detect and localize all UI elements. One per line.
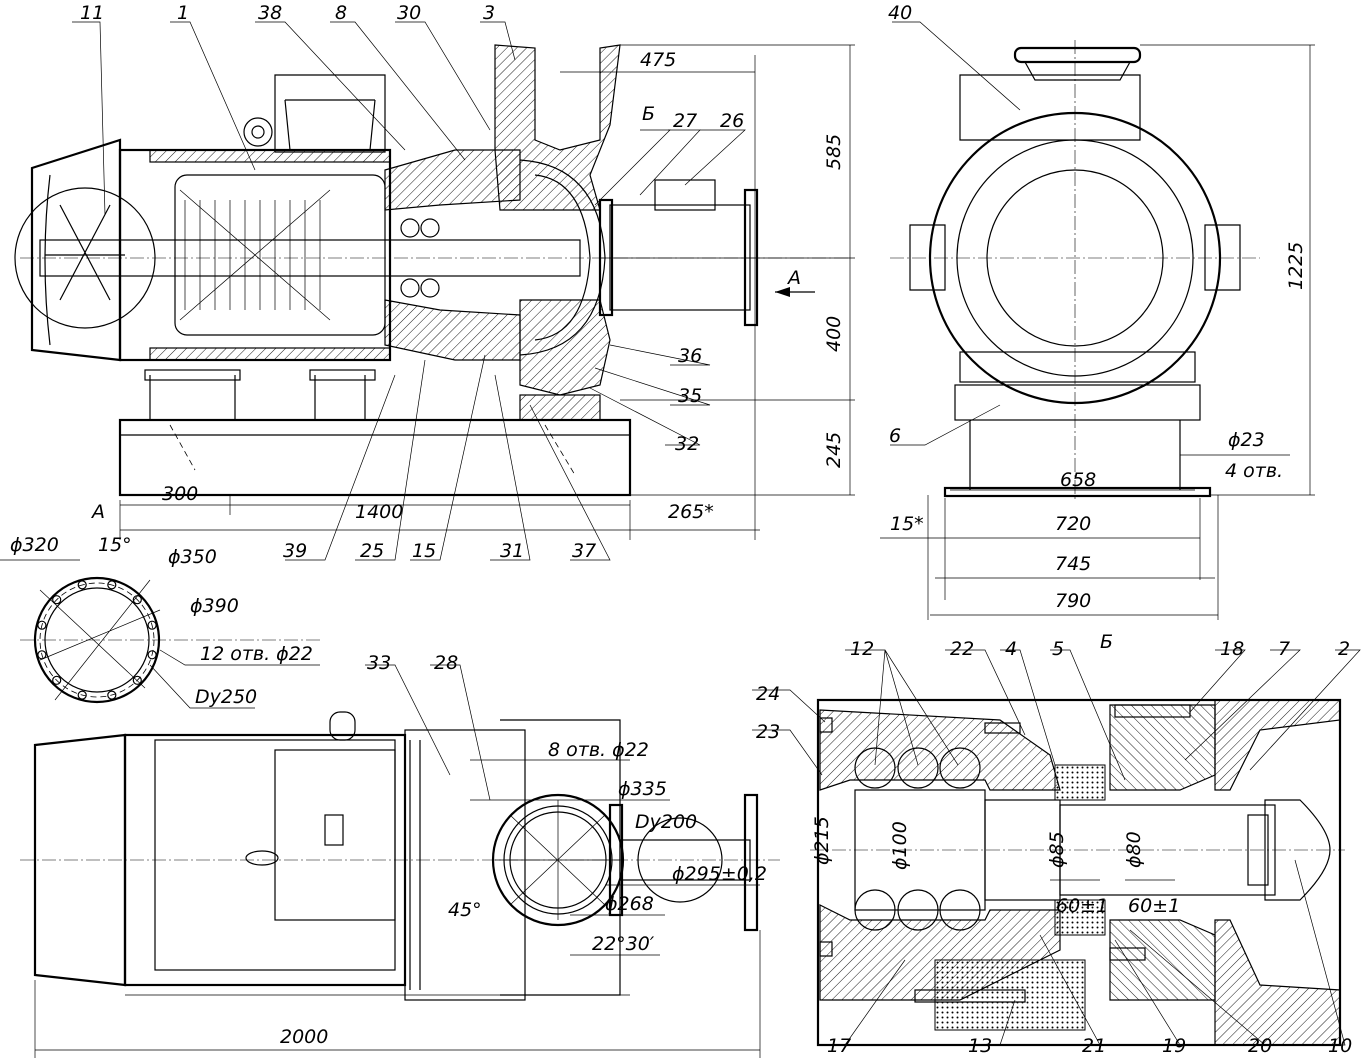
side-view-dimensions: 475 585 400 245 300 1400 265* 1225 bbox=[162, 49, 1307, 523]
flange-bolt-hole bbox=[37, 620, 47, 630]
label-32: 32 bbox=[675, 433, 699, 455]
dim-d268: ϕ268 bbox=[605, 893, 654, 915]
label-2: 2 bbox=[1338, 638, 1350, 660]
label-19: 19 bbox=[1162, 1035, 1186, 1057]
dim-d390: ϕ390 bbox=[190, 595, 239, 617]
label-7: 7 bbox=[1278, 638, 1290, 660]
dim-d350: ϕ350 bbox=[168, 546, 217, 568]
plan-view-dimensions: 8 отв. ϕ22 ϕ335 Dy200 ϕ295±0,2 45° ϕ268 … bbox=[280, 739, 767, 1048]
label-11: 11 bbox=[80, 2, 104, 24]
label-17: 17 bbox=[827, 1035, 851, 1057]
label-27: 27 bbox=[673, 110, 697, 132]
dim-790: 790 bbox=[1055, 590, 1091, 612]
label-6: 6 bbox=[889, 425, 901, 447]
dim-1225: 1225 bbox=[1285, 242, 1307, 290]
label-21: 21 bbox=[1082, 1035, 1106, 1057]
dim-1400: 1400 bbox=[355, 501, 403, 523]
label-24: 24 bbox=[756, 683, 780, 705]
dim-12-holes: 12 отв. ϕ22 bbox=[200, 643, 313, 665]
dim-245: 245 bbox=[823, 432, 845, 468]
section-labels: A A Б Б bbox=[90, 103, 1113, 653]
dim-45-deg: 45° bbox=[448, 899, 482, 921]
dim-60-1-left: 60±1 bbox=[1056, 895, 1108, 917]
dim-720: 720 bbox=[1055, 513, 1091, 535]
detail-b-dimensions: ϕ215 ϕ100 ϕ85 ϕ80 60±1 60±1 bbox=[811, 816, 1180, 917]
label-5: 5 bbox=[1052, 638, 1064, 660]
dim-dy200: Dy200 bbox=[635, 811, 697, 833]
dim-265: 265* bbox=[668, 501, 714, 523]
dim-8-holes: 8 отв. ϕ22 bbox=[548, 739, 649, 761]
flange-bolt-hole bbox=[52, 595, 62, 605]
label-35: 35 bbox=[678, 385, 702, 407]
label-12: 12 bbox=[850, 638, 874, 660]
dim-2000: 2000 bbox=[280, 1026, 328, 1048]
label-1: 1 bbox=[177, 2, 189, 24]
dim-d215: ϕ215 bbox=[811, 816, 833, 865]
label-8: 8 bbox=[335, 2, 347, 24]
label-40: 40 bbox=[888, 2, 912, 24]
flange-bolt-hole bbox=[147, 620, 157, 630]
dim-d23: ϕ23 bbox=[1228, 429, 1265, 451]
part-number-labels: 11 1 38 8 30 3 27 26 36 35 32 39 25 15 3… bbox=[80, 2, 1352, 1057]
flange-bolt-hole bbox=[147, 650, 157, 660]
flange-view bbox=[0, 559, 320, 709]
label-4: 4 bbox=[1005, 638, 1017, 660]
view-arrow-a: A bbox=[786, 267, 801, 289]
label-23: 23 bbox=[756, 721, 780, 743]
dim-658: 658 bbox=[1060, 469, 1096, 491]
side-view-leaders bbox=[72, 21, 746, 561]
label-36: 36 bbox=[678, 345, 702, 367]
label-39: 39 bbox=[283, 540, 307, 562]
flange-bolt-hole bbox=[107, 580, 117, 590]
flange-bolt-hole bbox=[132, 675, 142, 685]
flange-dimensions: ϕ320 15° ϕ350 ϕ390 12 отв. ϕ22 Dy250 bbox=[10, 534, 313, 708]
dim-d295: ϕ295±0,2 bbox=[672, 863, 767, 885]
label-26: 26 bbox=[720, 110, 744, 132]
dim-300: 300 bbox=[162, 483, 198, 505]
dim-745: 745 bbox=[1055, 553, 1091, 575]
label-22: 22 bbox=[950, 638, 974, 660]
section-b-label-top: Б bbox=[642, 103, 655, 125]
label-13: 13 bbox=[968, 1035, 992, 1057]
flange-bolt-hole bbox=[77, 580, 87, 590]
flange-bolt-hole bbox=[77, 690, 87, 700]
plan-view bbox=[20, 664, 780, 1058]
label-33: 33 bbox=[367, 652, 391, 674]
label-30: 30 bbox=[397, 2, 421, 24]
flange-bolt-hole bbox=[52, 675, 62, 685]
detail-b bbox=[752, 649, 1361, 1047]
label-15: 15 bbox=[412, 540, 436, 562]
dim-15: 15* bbox=[890, 513, 924, 535]
dim-d100: ϕ100 bbox=[889, 821, 911, 870]
dim-60-1-right: 60±1 bbox=[1128, 895, 1180, 917]
dim-d85: ϕ85 bbox=[1046, 831, 1068, 868]
label-31: 31 bbox=[500, 540, 524, 562]
label-3: 3 bbox=[483, 2, 495, 24]
dim-22-30: 22°30′ bbox=[592, 933, 655, 955]
label-20: 20 bbox=[1248, 1035, 1272, 1057]
dim-d320: ϕ320 bbox=[10, 534, 59, 556]
label-18: 18 bbox=[1220, 638, 1244, 660]
dim-4-holes: 4 отв. bbox=[1225, 460, 1283, 482]
dim-d335: ϕ335 bbox=[618, 778, 667, 800]
flange-bolt-hole bbox=[107, 690, 117, 700]
label-28: 28 bbox=[434, 652, 458, 674]
dim-dy250: Dy250 bbox=[195, 686, 257, 708]
dim-475: 475 bbox=[640, 49, 676, 71]
view-a-label: A bbox=[90, 501, 105, 523]
label-25: 25 bbox=[360, 540, 384, 562]
section-b-label-detail: Б bbox=[1100, 631, 1113, 653]
end-view bbox=[880, 21, 1315, 620]
dim-d80: ϕ80 bbox=[1123, 831, 1145, 868]
label-37: 37 bbox=[572, 540, 596, 562]
dim-585: 585 bbox=[823, 134, 845, 170]
side-view bbox=[14, 44, 855, 540]
dim-15-deg: 15° bbox=[98, 534, 132, 556]
end-view-dimensions: ϕ23 4 отв. 658 15* 720 745 790 bbox=[890, 429, 1283, 612]
label-10: 10 bbox=[1328, 1035, 1352, 1057]
dim-400: 400 bbox=[823, 316, 845, 352]
label-38: 38 bbox=[258, 2, 282, 24]
flange-bolt-hole bbox=[37, 650, 47, 660]
